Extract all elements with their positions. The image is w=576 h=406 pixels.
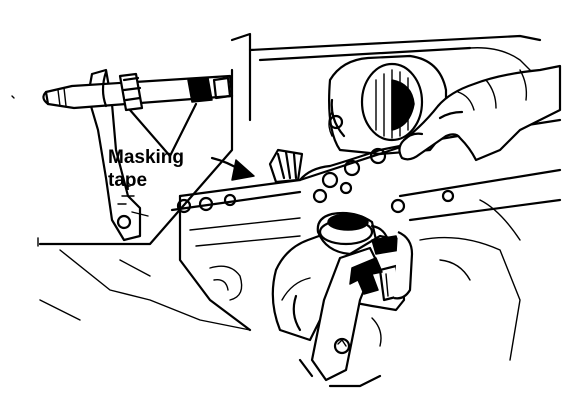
install-direction-arrow-icon — [210, 156, 255, 181]
shaft-part — [42, 68, 234, 242]
lower-shaft-assembly — [271, 211, 414, 388]
masking-tape-label-line-2: tape — [108, 170, 148, 191]
push-arrow-icon — [349, 257, 383, 295]
inset-panel — [37, 68, 234, 247]
masking-tape-label-line-1: Masking — [108, 147, 185, 168]
masking-tape-wrap — [187, 77, 213, 103]
bracket-hole — [116, 214, 132, 230]
shaft-collar — [118, 72, 144, 112]
inset-border — [38, 68, 234, 246]
threaded-stud — [268, 148, 304, 184]
upper-hand — [398, 64, 562, 162]
callout-leaders — [128, 102, 198, 158]
gear-housing — [328, 54, 448, 156]
